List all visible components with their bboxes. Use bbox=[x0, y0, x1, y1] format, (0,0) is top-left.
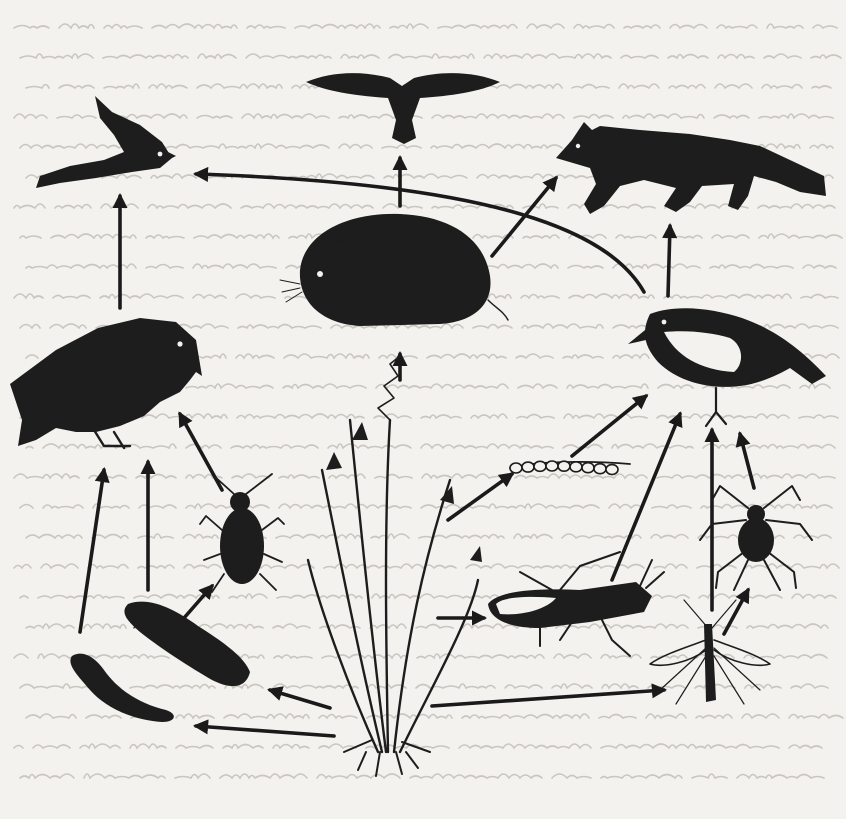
arrow-leatherjacket-larva-to-ground-beetle bbox=[184, 586, 212, 618]
crane-fly-icon bbox=[650, 600, 770, 704]
caterpillar-segment bbox=[570, 462, 582, 472]
arrow-vole-to-fox bbox=[492, 178, 556, 256]
arrow-songbird-to-fox bbox=[668, 226, 670, 296]
caterpillar-segment bbox=[522, 462, 534, 472]
beetle-icon bbox=[200, 474, 284, 592]
arrow-caterpillar-to-songbird bbox=[572, 396, 646, 456]
fox-icon bbox=[556, 122, 826, 214]
kestrel-icon bbox=[306, 73, 500, 144]
grass-icon bbox=[308, 356, 482, 776]
arrow-grass-to-leatherjacket-larva bbox=[270, 690, 330, 708]
caterpillar-segment bbox=[606, 465, 618, 475]
caterpillar-segment bbox=[582, 463, 594, 473]
caterpillar-segment bbox=[510, 463, 522, 473]
caterpillar-segment bbox=[558, 461, 570, 471]
songbird-icon bbox=[628, 308, 826, 426]
falcon-icon bbox=[36, 96, 176, 188]
caterpillar-segment bbox=[546, 461, 558, 471]
spider-icon bbox=[700, 486, 812, 590]
crow-icon bbox=[10, 318, 202, 448]
caterpillar-segment bbox=[534, 461, 546, 471]
vole-icon bbox=[280, 214, 508, 326]
arrow-grass-to-wireworm bbox=[196, 726, 334, 736]
grasshopper-icon bbox=[488, 552, 664, 656]
arrow-crane-fly-to-spider bbox=[724, 590, 748, 634]
wireworm-icon bbox=[70, 654, 173, 722]
arrow-wireworm-to-crow bbox=[80, 470, 104, 632]
caterpillar-icon bbox=[510, 461, 630, 475]
arrow-grass-to-crane-fly bbox=[432, 690, 664, 706]
arrow-grass-to-caterpillar bbox=[448, 474, 512, 520]
arrow-grasshopper-to-songbird bbox=[612, 414, 680, 580]
caterpillar-segment bbox=[594, 464, 606, 474]
arrow-spider-to-songbird bbox=[740, 434, 754, 488]
